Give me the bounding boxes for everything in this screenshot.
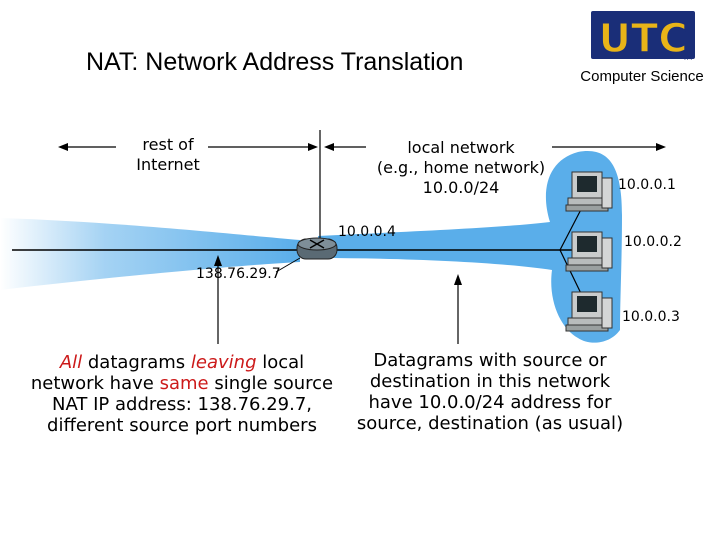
local-network-shape (318, 151, 622, 343)
logo-tm: TM (682, 55, 692, 62)
diagram-title: NAT: Network Address Translation (86, 48, 464, 76)
local-datagrams-caption: Datagrams with source or destination in … (356, 350, 624, 434)
rest-of-internet-label: rest of Internet (136, 135, 200, 174)
host-ip-3: 10.0.0.3 (622, 309, 680, 325)
computer-icon (565, 291, 613, 332)
computer-icon (565, 231, 613, 272)
local-network-label: local network (e.g., home network) 10.0.… (376, 138, 546, 197)
router-outside-ip: 138.76.29.7 (196, 266, 281, 282)
logo-text: UTC (598, 16, 687, 62)
department-name: Computer Science (580, 68, 704, 85)
host-ip-1: 10.0.0.1 (618, 177, 676, 193)
host-ip-2: 10.0.0.2 (624, 234, 682, 250)
internet-link-shading (0, 218, 300, 290)
router-icon (296, 237, 338, 260)
router-inside-ip: 10.0.0.4 (338, 224, 396, 240)
computer-icon (565, 171, 613, 212)
outgoing-datagrams-caption: All datagrams leaving local network have… (30, 352, 334, 436)
utc-logo: UTC TM (591, 11, 695, 63)
